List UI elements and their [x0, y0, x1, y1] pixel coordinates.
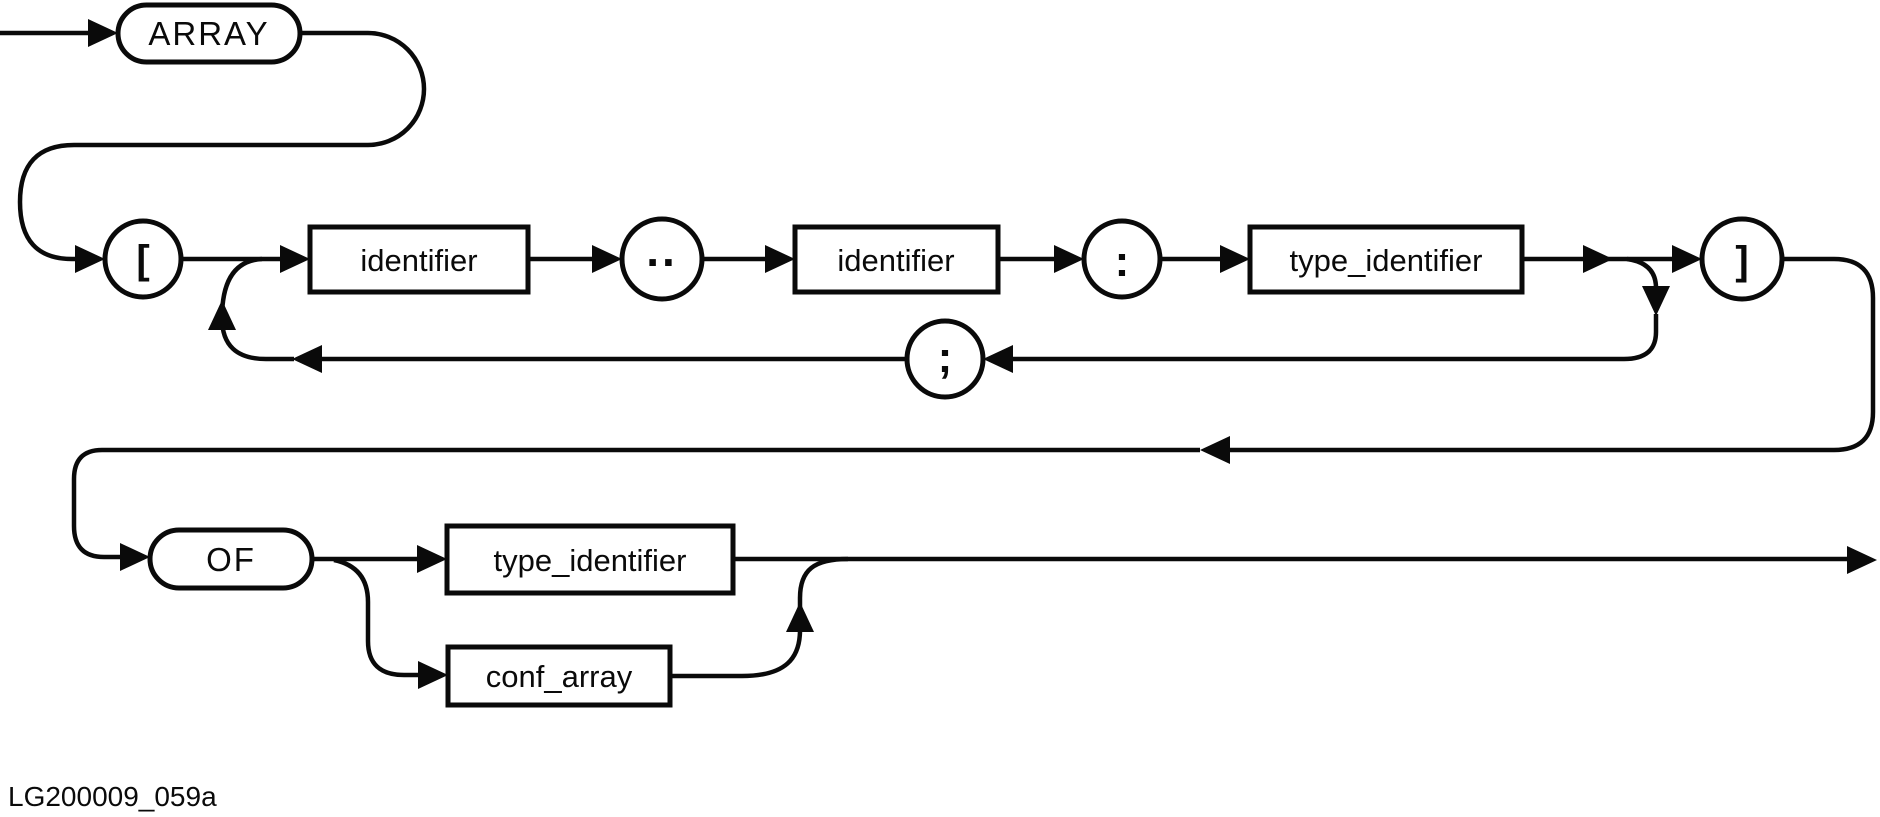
loop-rejoin-rail [219, 256, 294, 362]
arrowhead-right-icon [1583, 245, 1613, 273]
terminal-array-label: ARRAY [148, 15, 269, 52]
terminal-range-dots-label: .. [646, 224, 678, 276]
array-to-open-bracket-rail [17, 30, 427, 262]
arrowhead-left-icon [1200, 436, 1230, 464]
arrowhead-up-icon [208, 300, 236, 330]
terminal-semicolon-shape [904, 318, 986, 400]
terminal-range-dots-shape [619, 216, 705, 302]
terminal-colon: : [1081, 218, 1163, 300]
figure-caption: LG200009_059a [8, 781, 217, 812]
arrowhead-right-icon [765, 245, 795, 273]
close-bracket-to-of-rail [1230, 256, 1876, 453]
terminal-semicolon: ; [904, 318, 986, 400]
terminal-range-dots: .. [619, 216, 705, 302]
terminal-open-bracket: [ [102, 218, 184, 300]
nonterminal-upper-identifier-label: identifier [837, 243, 954, 278]
terminal-array-shape [115, 2, 303, 65]
terminal-colon-label: : [1115, 237, 1130, 286]
terminal-of-label: OF [206, 541, 256, 578]
terminal-open-bracket-label: [ [136, 238, 149, 282]
arrowhead-right-icon [417, 545, 447, 573]
nonterminal-lower-identifier: identifier [307, 224, 531, 295]
arrowhead-right-icon [280, 245, 310, 273]
of-to-conf-array-branch-rail [333, 557, 420, 678]
terminal-close-bracket-shape [1699, 216, 1785, 302]
nonterminal-conf-array-label: conf_array [486, 659, 633, 694]
semicolon-branch-lower-rail [1012, 314, 1659, 362]
arrowhead-right-icon [1672, 245, 1702, 273]
nonterminal-index-type: type_identifier [1247, 224, 1525, 295]
nonterminal-lower-identifier-shape [307, 224, 531, 295]
nonterminal-element-type-label: type_identifier [493, 543, 686, 578]
terminal-close-bracket: ] [1699, 216, 1785, 302]
nonterminal-element-type: type_identifier [444, 523, 736, 596]
arrowhead-right-icon [1220, 245, 1250, 273]
arrowhead-right-icon [75, 245, 105, 273]
nonterminal-conf-array-shape [445, 644, 673, 708]
terminal-colon-shape [1081, 218, 1163, 300]
return-line-to-of-rail [71, 447, 1200, 560]
arrowhead-right-icon [1847, 546, 1877, 574]
semicolon-branch-down-rail [1626, 256, 1659, 289]
nonterminal-element-type-shape [444, 523, 736, 596]
terminal-open-bracket-shape [102, 218, 184, 300]
arrowhead-left-icon [983, 345, 1013, 373]
arrowhead-down-icon [1642, 286, 1670, 316]
arrowhead-right-icon [418, 661, 448, 689]
arrowhead-right-icon [592, 245, 622, 273]
terminal-of-shape [147, 527, 315, 591]
nonterminal-conf-array: conf_array [445, 644, 673, 708]
nonterminal-lower-identifier-label: identifier [360, 243, 477, 278]
terminal-of: OF [147, 527, 315, 591]
nonterminal-upper-identifier-shape [792, 224, 1001, 295]
arrowhead-right-icon [88, 19, 118, 47]
arrowhead-left-icon [292, 345, 322, 373]
terminal-close-bracket-label: ] [1735, 239, 1748, 283]
arrowhead-right-icon [1054, 245, 1084, 273]
nonterminal-index-type-shape [1247, 224, 1525, 295]
nonterminal-index-type-label: type_identifier [1289, 243, 1482, 278]
arrowhead-up-icon [786, 602, 814, 632]
arrowhead-right-icon [120, 543, 150, 571]
terminal-array: ARRAY [115, 2, 303, 65]
nonterminal-upper-identifier: identifier [792, 224, 1001, 295]
terminal-semicolon-label: ; [938, 333, 953, 382]
